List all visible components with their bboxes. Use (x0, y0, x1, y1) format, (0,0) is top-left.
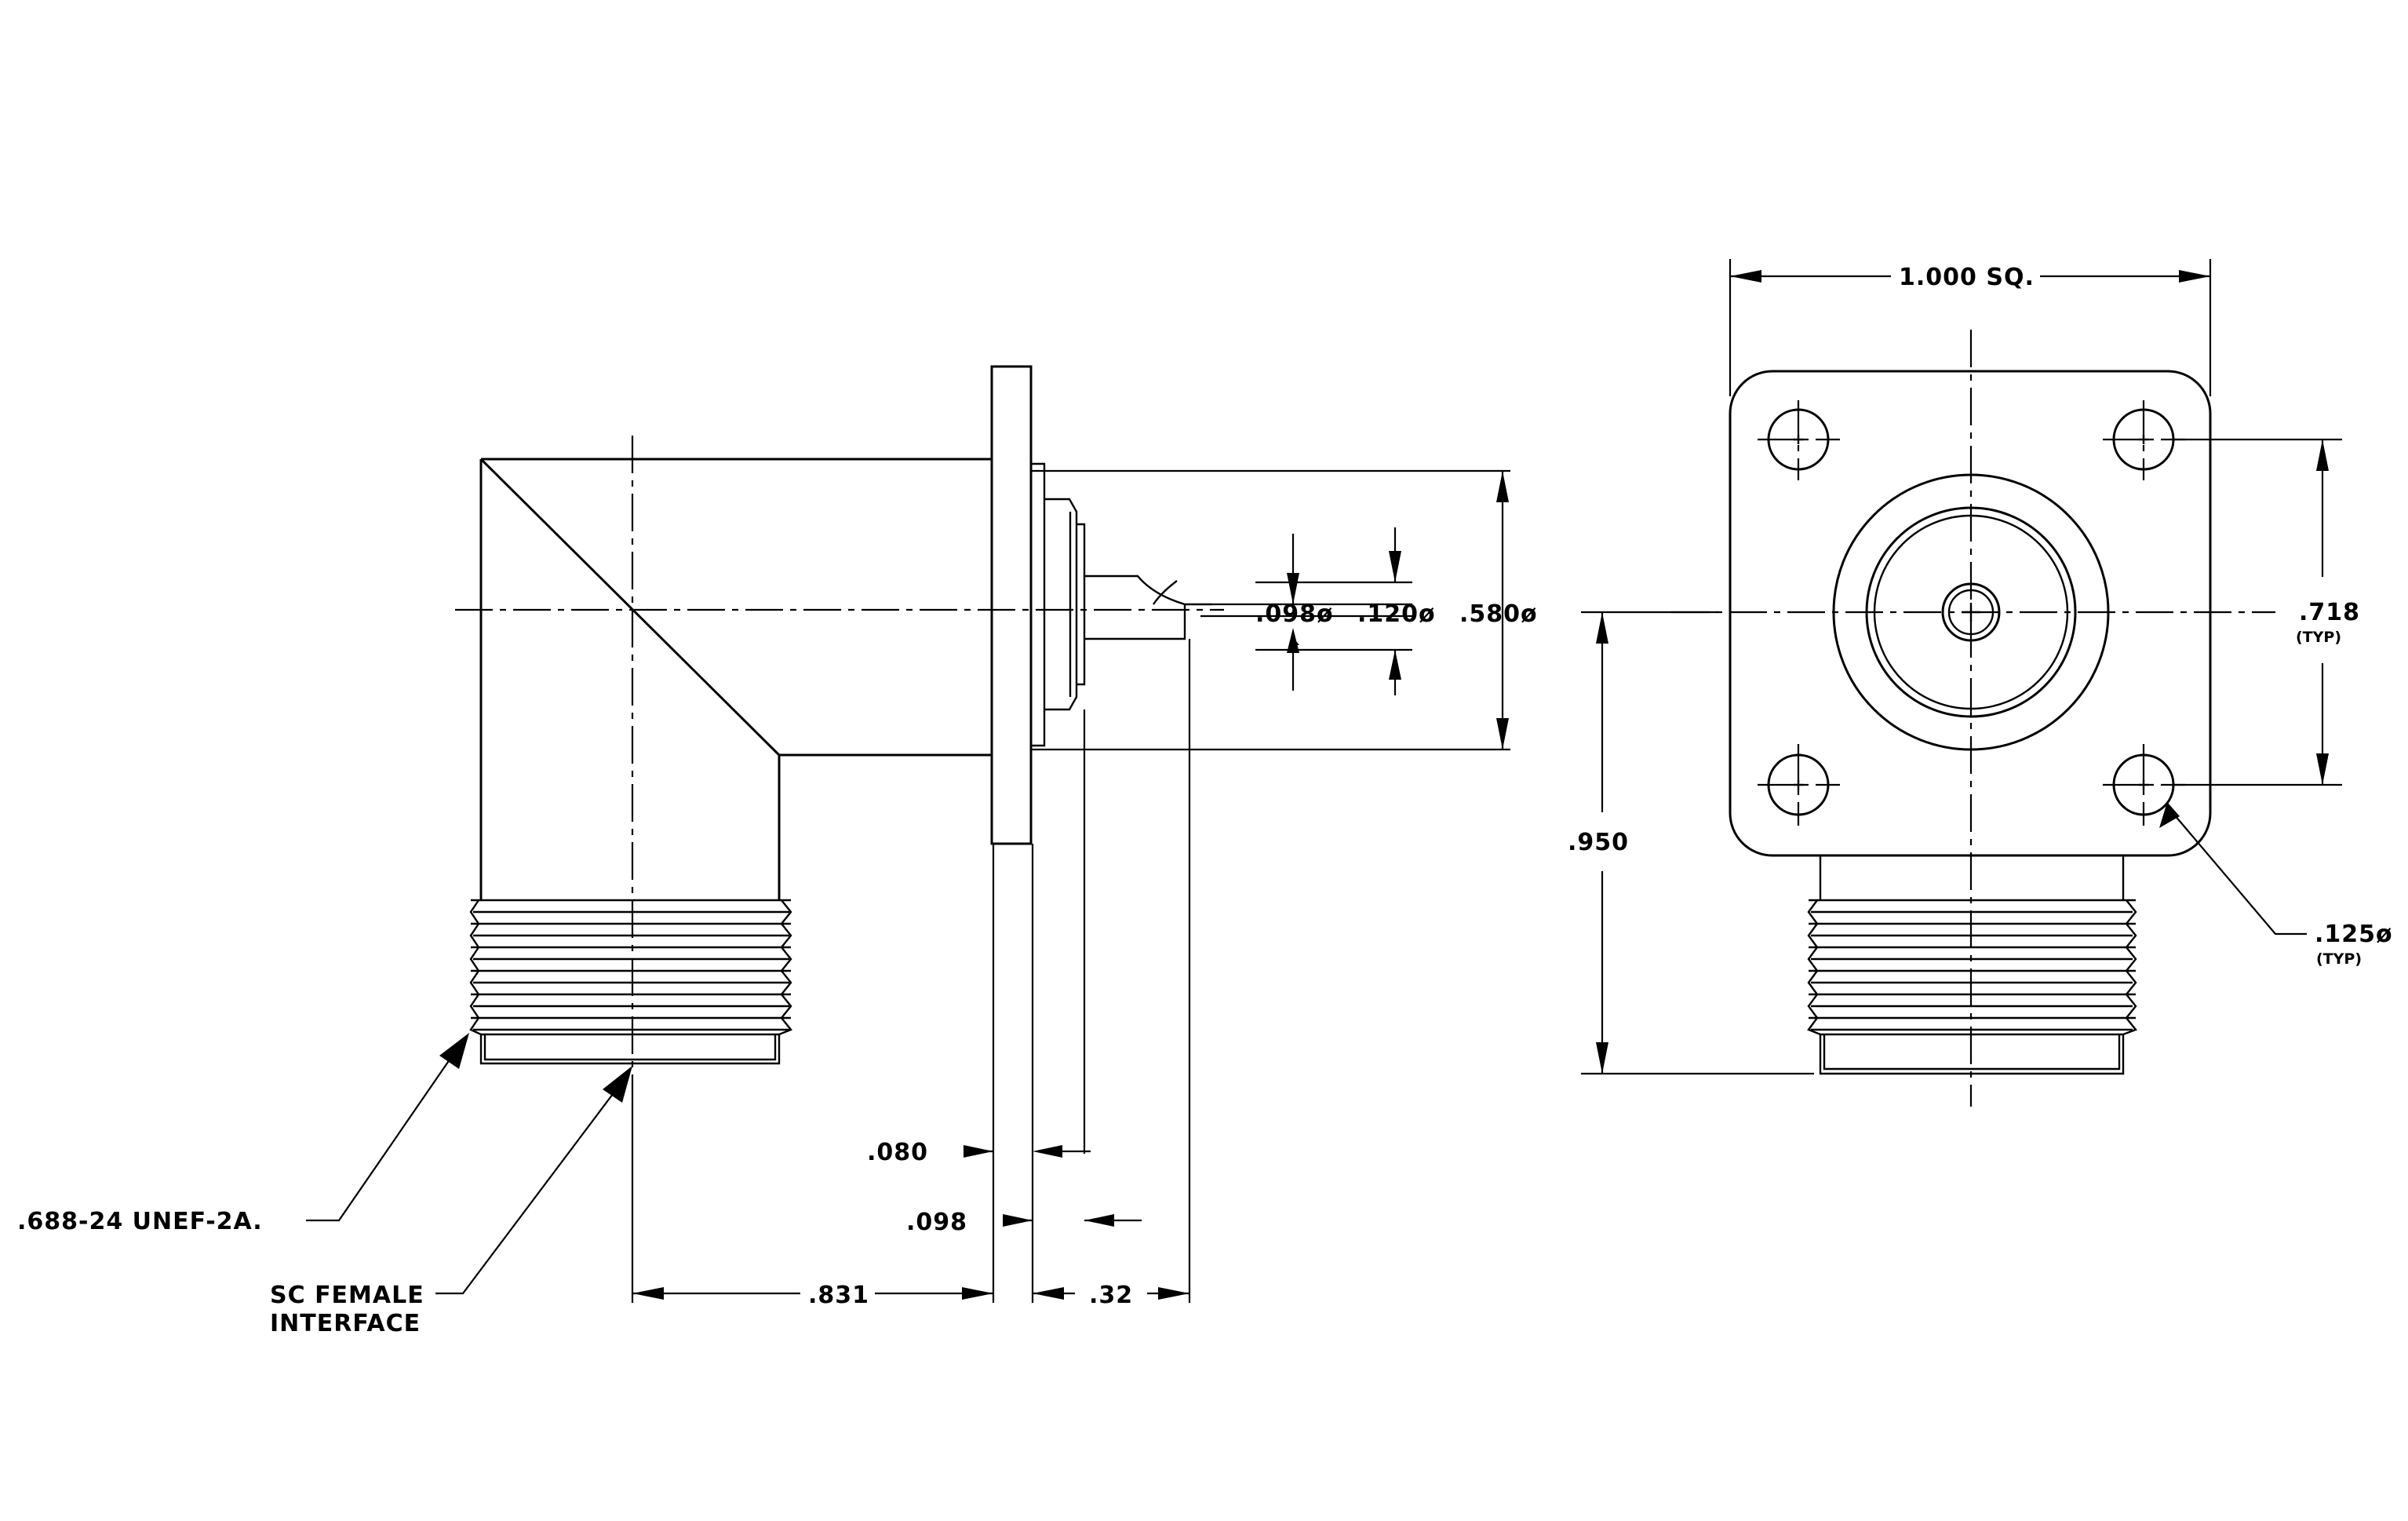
dim-pin-tip-dia: .120ø (1357, 600, 1436, 628)
dim-hole-dia: .125ø (2315, 921, 2393, 948)
dim-pin-dia: .098ø (1255, 600, 1334, 628)
front-view (1581, 259, 2342, 1107)
dimension-labels: .098ø .120ø .580ø 1.000 SQ. .718 (TYP) .… (17, 264, 2393, 1337)
interface-callout-line2: INTERFACE (270, 1310, 421, 1337)
dim-centerline-to-flange: .831 (808, 1282, 869, 1309)
interface-callout-line1: SC FEMALE (270, 1282, 424, 1309)
thread-section (469, 899, 792, 1065)
thread-callout: .688-24 UNEF-2A. (17, 1208, 263, 1235)
side-view (306, 365, 1510, 1303)
dim-height: .950 (1568, 829, 1629, 856)
dim-hole-spacing-note: (TYP) (2296, 629, 2341, 646)
dim-hole-spacing: .718 (2299, 599, 2360, 626)
dim-flange-thk: .080 (867, 1139, 928, 1166)
dim-hole-dia-note: (TYP) (2316, 950, 2362, 968)
dim-body-dia: .580ø (1459, 600, 1538, 628)
dim-insulator-step: .098 (906, 1209, 967, 1236)
dim-pin-length: .32 (1089, 1282, 1133, 1309)
dim-flange-sq: 1.000 SQ. (1899, 264, 2035, 291)
